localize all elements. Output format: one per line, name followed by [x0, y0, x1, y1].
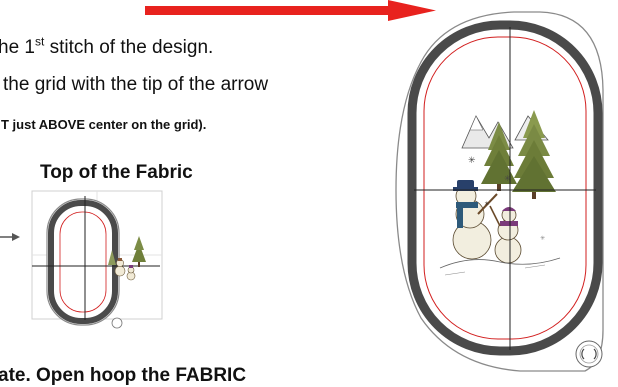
hoop-frame: [412, 25, 598, 351]
side-arrow-icon: [0, 233, 20, 241]
svg-text:✳: ✳: [468, 156, 476, 166]
small-dial-icon: [112, 318, 122, 328]
large-hoop: ✳ ✳ ✳ ✶: [396, 12, 603, 371]
svg-text:✳: ✳: [540, 235, 545, 242]
small-hoop-diagram: [32, 191, 162, 328]
illustration-canvas: ✳ ✳ ✳ ✶: [0, 0, 618, 379]
svg-text:✶: ✶: [484, 200, 490, 208]
dial-icon: [576, 341, 602, 367]
arrow-right-icon: [145, 0, 436, 21]
